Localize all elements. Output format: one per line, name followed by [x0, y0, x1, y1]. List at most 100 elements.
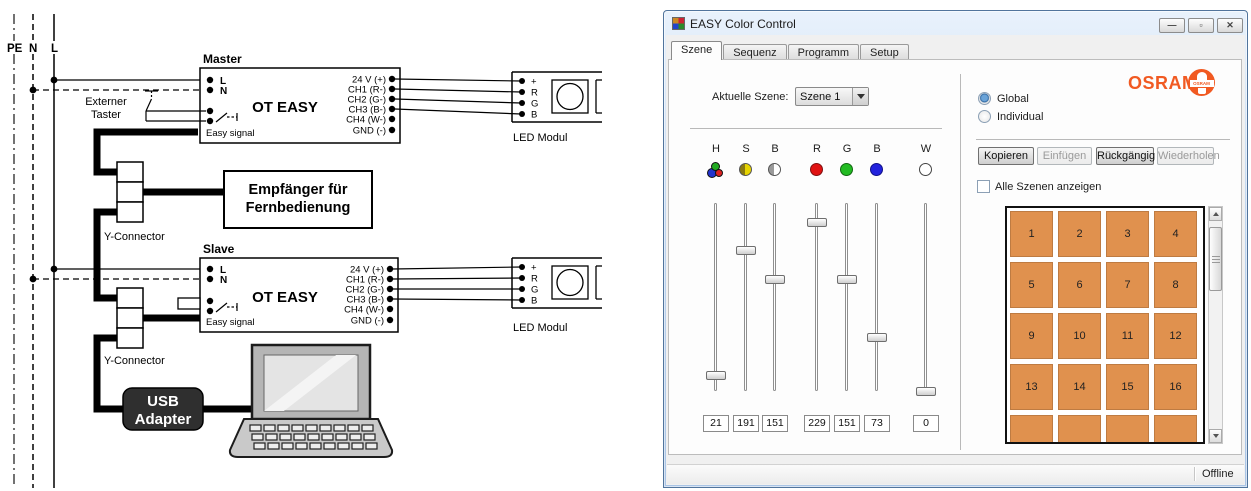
scene-tile-13[interactable]: 13 [1010, 364, 1053, 410]
svg-text:CH1 (R-): CH1 (R-) [348, 85, 386, 96]
channel-value-3[interactable]: 229 [804, 415, 830, 432]
channel-value-0[interactable]: 21 [703, 415, 729, 432]
y-connector-2-label: Y-Connector [104, 355, 165, 367]
channel-slider-handle-3[interactable] [807, 218, 827, 227]
scene-tile-10[interactable]: 10 [1058, 313, 1101, 359]
master-switch-symbol [215, 112, 238, 123]
scene-tile-4[interactable]: 4 [1154, 211, 1197, 257]
osram-logo-text: OSRAM [1189, 80, 1214, 87]
green-icon [839, 162, 855, 178]
status-bar [667, 464, 1244, 484]
scene-grid-scrollbar[interactable] [1208, 206, 1223, 444]
scene-combobox[interactable]: Szene 1 [795, 87, 869, 106]
scene-tile-8[interactable]: 8 [1154, 262, 1197, 308]
usb-adapter-box [122, 387, 204, 431]
scene-tile-9[interactable]: 9 [1010, 313, 1053, 359]
scene-tile-1[interactable]: 1 [1010, 211, 1053, 257]
scene-tile-11[interactable]: 11 [1106, 313, 1149, 359]
tab-sequenz[interactable]: Sequenz [723, 44, 787, 60]
channel-slider-track-3[interactable] [815, 203, 818, 391]
channel-slider-track-6[interactable] [924, 203, 927, 391]
easy-signal-bus [93, 128, 256, 413]
tab-setup[interactable]: Setup [859, 44, 909, 60]
channel-slider-handle-2[interactable] [765, 275, 785, 284]
channel-slider-track-1[interactable] [744, 203, 747, 391]
scene-combobox-dropdown-button[interactable] [852, 88, 868, 105]
red-icon [809, 162, 825, 178]
svg-text:CH3 (B-): CH3 (B-) [349, 105, 386, 116]
scrollbar-thumb[interactable] [1209, 227, 1222, 291]
master-right-terminals: 24 V (+) CH1 (R-) CH2 (G-) CH3 (B-) CH4 … [346, 75, 396, 137]
svg-text:+: + [531, 263, 537, 274]
scene-tile-3[interactable]: 3 [1106, 211, 1149, 257]
wiring-diagram: PE N L Y-Connector Y-Connector Mast [5, 14, 602, 488]
led-module-2-label: LED Modul [513, 322, 567, 334]
show-all-scenes-row: Alle Szenen anzeigen [977, 180, 1101, 193]
scene-tile-2[interactable]: 2 [1058, 211, 1101, 257]
maximize-button[interactable]: ▫ [1188, 18, 1214, 33]
channel-value-4[interactable]: 151 [834, 415, 860, 432]
scene-tile-partial[interactable] [1106, 415, 1149, 442]
scene-tile-16[interactable]: 16 [1154, 364, 1197, 410]
scrollbar-up-button[interactable] [1209, 207, 1222, 221]
svg-text:B: B [531, 296, 537, 307]
radio-individual[interactable] [978, 110, 991, 123]
svg-text:GND (-): GND (-) [353, 126, 386, 137]
channel-label-5: B [873, 143, 881, 155]
channel-slider-track-5[interactable] [875, 203, 878, 391]
led-module-1: + R G B LED Modul [511, 71, 602, 144]
scene-tile-14[interactable]: 14 [1058, 364, 1101, 410]
brightness-icon [767, 162, 783, 178]
channel-slider-track-0[interactable] [714, 203, 717, 391]
mains-label-bg [5, 41, 60, 54]
slave-label: Slave [203, 242, 235, 256]
svg-text:GND (-): GND (-) [351, 316, 384, 327]
kopieren-button[interactable]: Kopieren [978, 147, 1034, 165]
r-ckg-ngig-button[interactable]: Rückgängig [1096, 147, 1155, 165]
svg-text:24 V (+): 24 V (+) [352, 75, 386, 86]
scene-tile-partial[interactable] [1010, 415, 1053, 442]
radio-label-individual: Individual [997, 110, 1044, 123]
scrollbar-down-button[interactable] [1209, 429, 1222, 443]
remote-receiver-label-1: Empfänger für [248, 182, 347, 198]
scene-tile-partial[interactable] [1058, 415, 1101, 442]
master-ot-easy-label: OT EASY [252, 99, 318, 116]
svg-text:+: + [531, 77, 537, 88]
master-label: Master [203, 52, 242, 66]
master-box [199, 67, 401, 144]
close-button[interactable]: ✕ [1217, 18, 1243, 33]
channel-value-5[interactable]: 73 [864, 415, 890, 432]
scene-tile-5[interactable]: 5 [1010, 262, 1053, 308]
channel-value-1[interactable]: 191 [733, 415, 759, 432]
pe-label: PE [7, 43, 23, 55]
minimize-button[interactable]: — [1159, 18, 1185, 33]
scene-tile-15[interactable]: 15 [1106, 364, 1149, 410]
arrow-up-icon [1212, 212, 1219, 216]
externer-taster-label-2: Taster [91, 109, 121, 121]
slave-easy-signal-label: Easy signal [206, 317, 255, 328]
svg-text:CH2 (G-): CH2 (G-) [347, 95, 386, 106]
radio-global[interactable] [978, 92, 991, 105]
scene-tile-7[interactable]: 7 [1106, 262, 1149, 308]
channel-slider-handle-0[interactable] [706, 371, 726, 380]
scene-tile-12[interactable]: 12 [1154, 313, 1197, 359]
channel-value-6[interactable]: 0 [913, 415, 939, 432]
master-terminal-l: L [220, 76, 226, 87]
channel-slider-handle-6[interactable] [916, 387, 936, 396]
channel-value-2[interactable]: 151 [762, 415, 788, 432]
channel-slider-handle-1[interactable] [736, 246, 756, 255]
slave-terminal-l: L [220, 265, 226, 276]
y-connector-2 [116, 287, 144, 349]
tab-programm[interactable]: Programm [787, 44, 859, 60]
tab-szene[interactable]: Szene [671, 41, 723, 60]
scene-tile-6[interactable]: 6 [1058, 262, 1101, 308]
master-easy-signal-label: Easy signal [206, 128, 255, 139]
channel-slider-handle-4[interactable] [837, 275, 857, 284]
show-all-scenes-checkbox[interactable] [977, 180, 990, 193]
channel-slider-handle-5[interactable] [867, 333, 887, 342]
channel-slider-track-2[interactable] [773, 203, 776, 391]
channel-slider-track-4[interactable] [845, 203, 848, 391]
scene-tile-partial[interactable] [1154, 415, 1197, 442]
channel-label-0: H [712, 143, 720, 155]
